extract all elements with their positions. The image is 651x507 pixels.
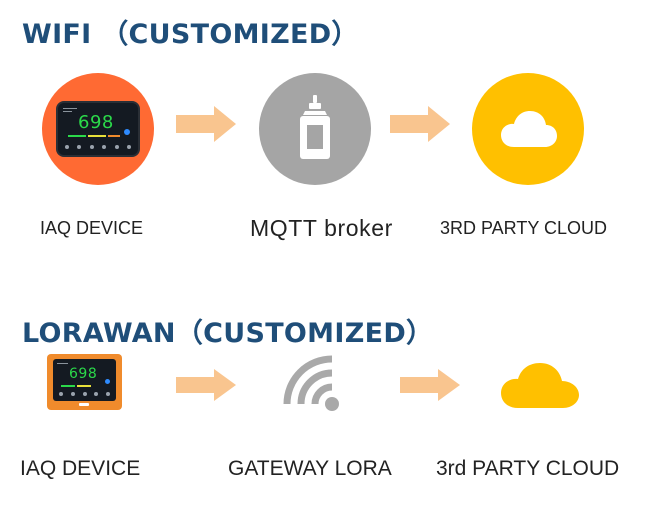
lorawan-heading: LORAWAN（CUSTOMIZED） xyxy=(22,318,434,349)
mqtt-broker-circle xyxy=(259,73,371,185)
cloud-icon xyxy=(501,363,579,408)
bottle-icon xyxy=(300,95,330,159)
lorawan-device-frame: 698 xyxy=(47,354,122,410)
lorawan-device-label: IAQ DEVICE xyxy=(20,457,141,480)
wifi-signal-icon xyxy=(283,355,339,411)
lorawan-cloud-label: 3rd PARTY CLOUD xyxy=(436,457,620,480)
wifi-device-circle: 698 xyxy=(42,73,154,185)
mqtt-broker-label: MQTT broker xyxy=(250,215,393,241)
arrow-right-icon xyxy=(390,106,450,142)
cloud-circle xyxy=(472,73,584,185)
wifi-cloud-label: 3RD PARTY CLOUD xyxy=(440,218,608,238)
device-screen-value: 698 xyxy=(78,112,114,133)
wifi-heading: WIFI （CUSTOMIZED） xyxy=(22,19,359,50)
device-screen-value: 698 xyxy=(69,366,98,382)
gateway-lora-label: GATEWAY LORA xyxy=(228,457,392,480)
iaq-device-icon: 698 xyxy=(58,103,138,155)
wifi-device-label: IAQ DEVICE xyxy=(40,218,144,238)
arrow-right-icon xyxy=(400,369,460,401)
iaq-device-icon: 698 xyxy=(53,359,116,401)
arrow-right-icon xyxy=(176,106,236,142)
cloud-icon xyxy=(501,111,557,147)
arrow-right-icon xyxy=(176,369,236,401)
